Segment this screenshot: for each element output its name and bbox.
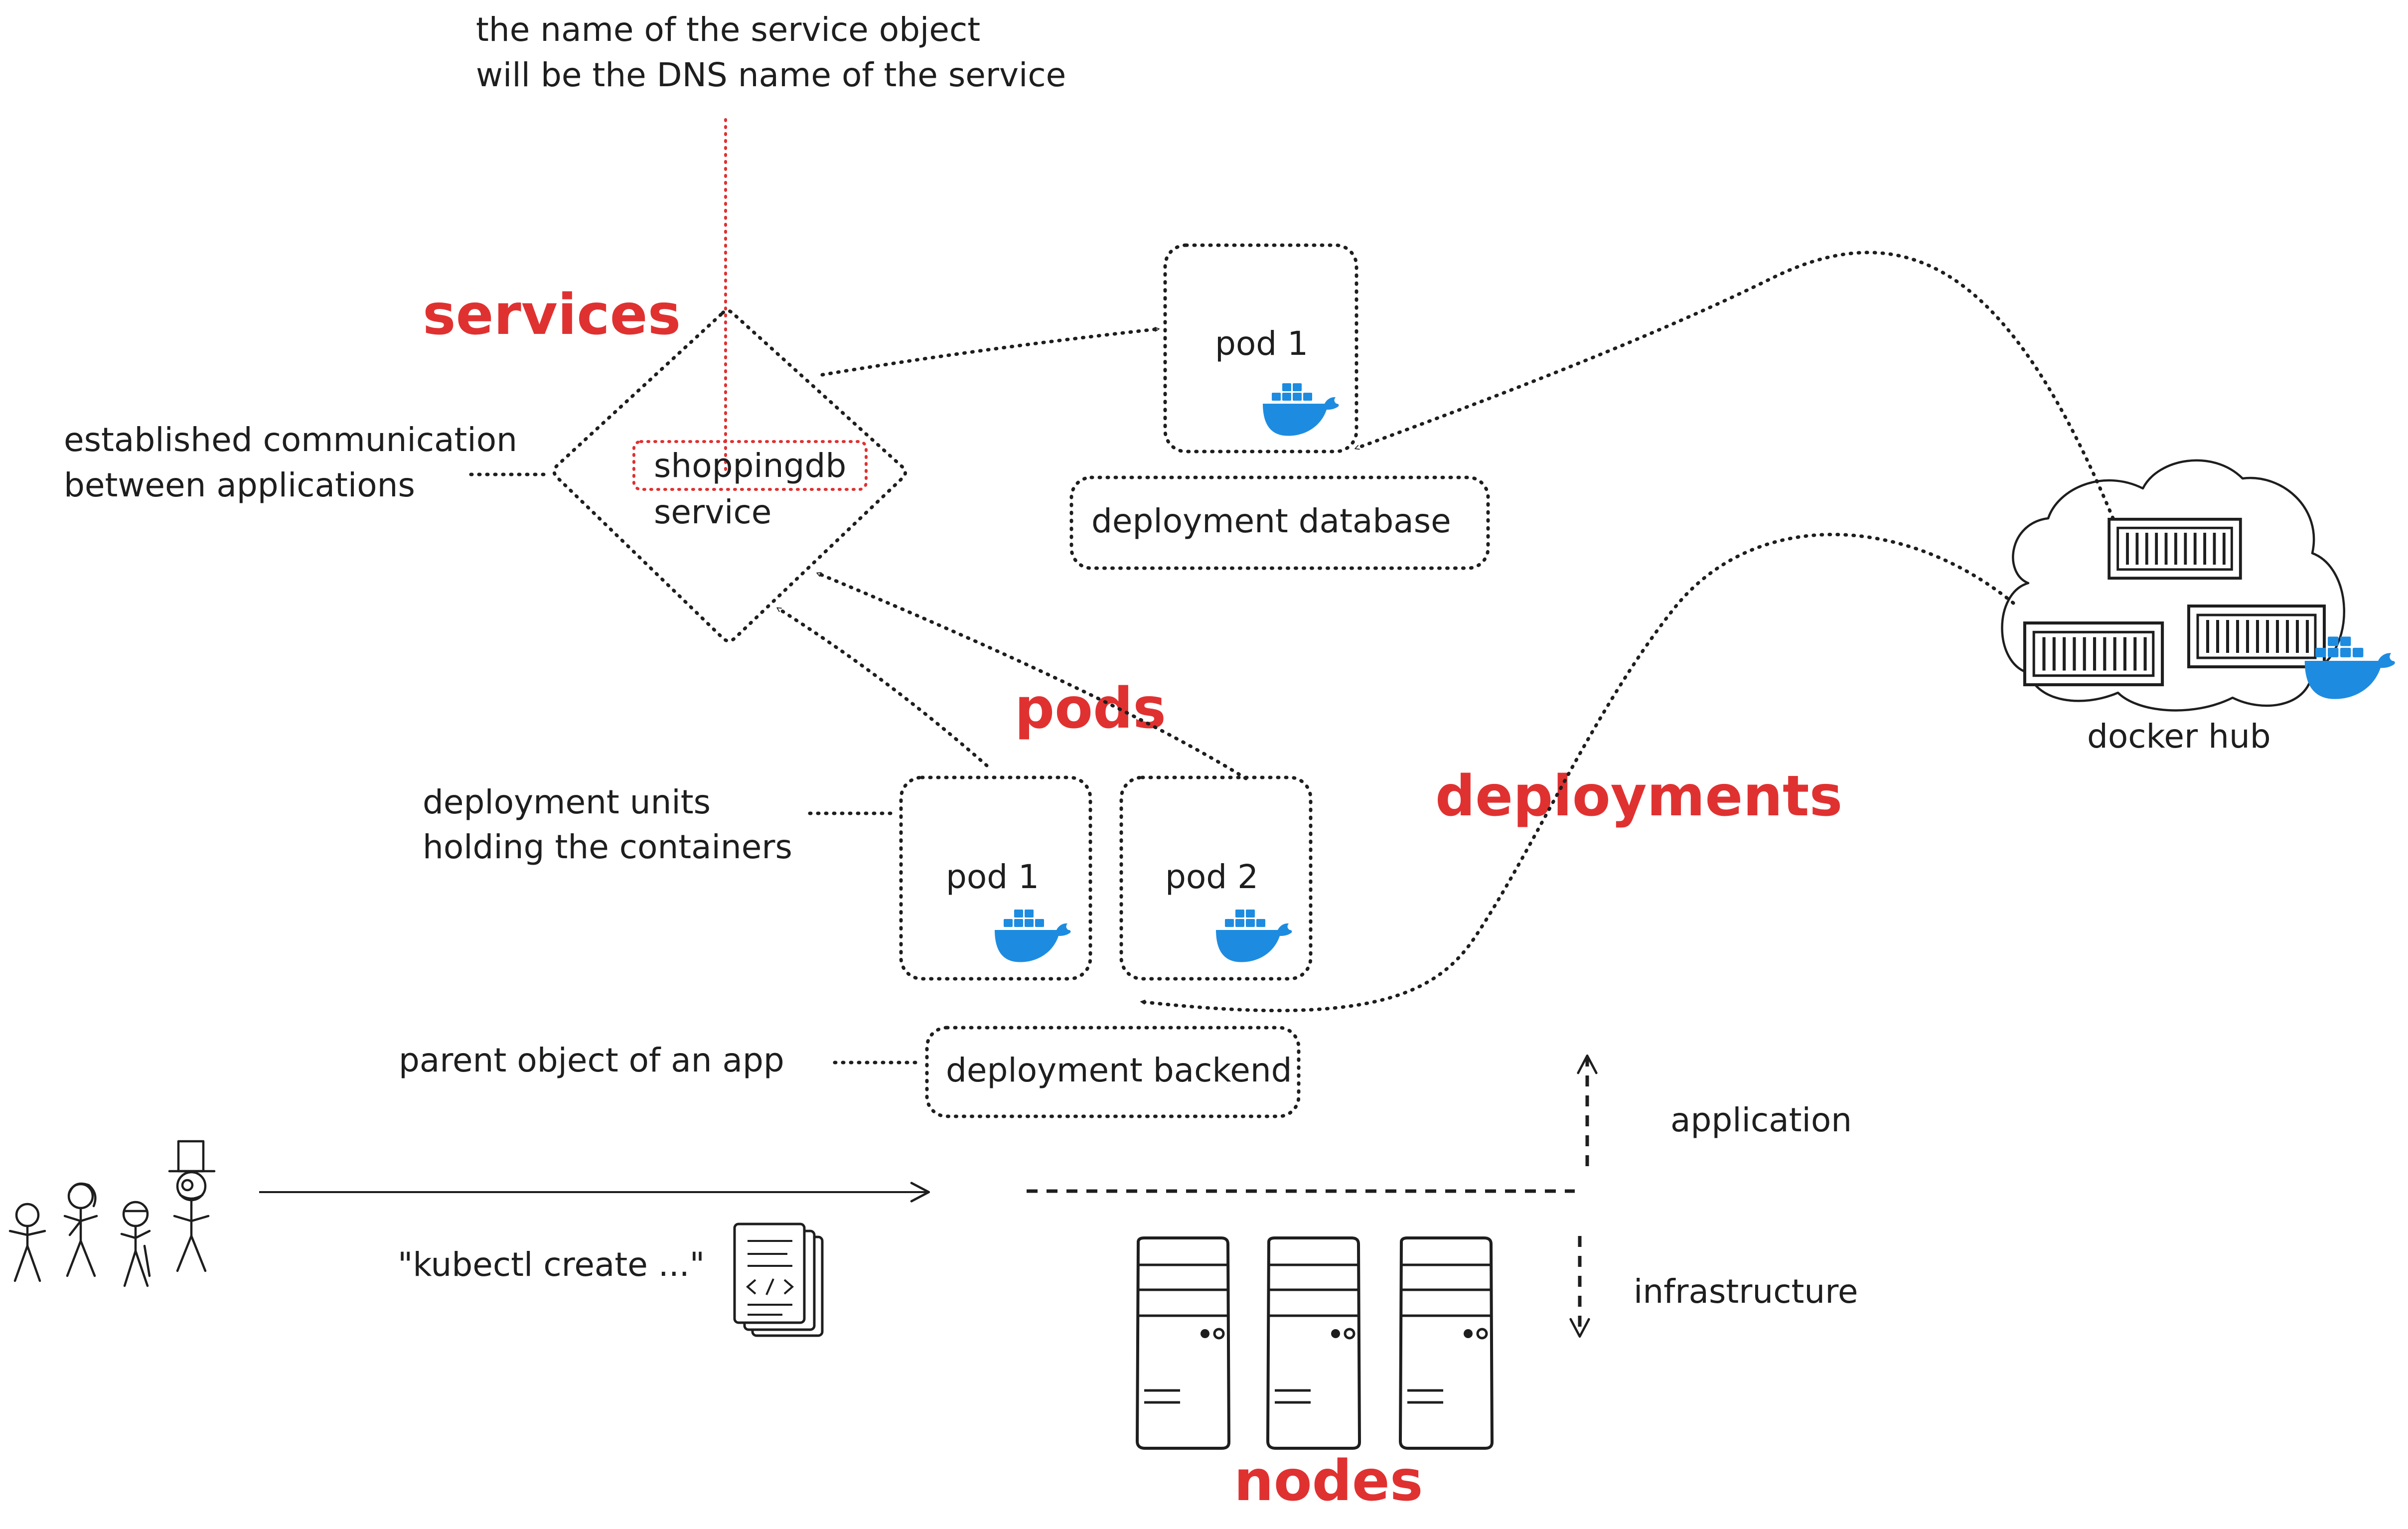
services-title: services — [423, 283, 681, 347]
deployment-backend-label: deployment backend — [946, 1051, 1292, 1089]
infrastructure-layer-label: infrastructure — [1634, 1272, 1858, 1311]
docker-whale-icon — [995, 910, 1071, 962]
deployment-database-label: deployment database — [1091, 502, 1451, 540]
services-desc-line2: between applications — [64, 466, 415, 504]
server-icon — [1137, 1238, 1229, 1448]
deployment-database-box — [1069, 475, 1490, 570]
service-name-highlight — [632, 440, 868, 491]
db-pod-box — [1163, 243, 1358, 454]
nodes-title: nodes — [1234, 1449, 1423, 1514]
users-group-icon — [8, 1140, 216, 1287]
docker-whale-icon — [1216, 910, 1292, 962]
yaml-document-icon — [733, 1223, 824, 1337]
service-name-note-line1: the name of the service object — [476, 10, 980, 49]
deployment-desc: parent object of an app — [399, 1041, 784, 1079]
backend-pod1-box — [899, 775, 1092, 981]
service-name-note-line2: will be the DNS name of the service — [476, 56, 1066, 94]
backend-pod2-label: pod 2 — [1165, 858, 1258, 896]
pods-desc-line1: deployment units — [423, 783, 711, 821]
server-icon — [1268, 1238, 1359, 1448]
pods-desc-line2: holding the containers — [423, 828, 792, 866]
service-diamond — [552, 309, 907, 643]
application-layer-label: application — [1670, 1101, 1852, 1139]
service-to-db-pod-arrow — [820, 326, 1161, 377]
server-icon — [1400, 1238, 1492, 1448]
deployments-title: deployments — [1435, 764, 1842, 829]
docker-hub-label: docker hub — [2087, 717, 2271, 756]
dockerhub-to-backend-arrow — [1139, 533, 2015, 1013]
pod2-to-service-arrow — [815, 571, 1248, 780]
backend-pod2-box — [1119, 775, 1313, 981]
deployment-backend-box — [925, 1026, 1301, 1118]
dockerhub-to-db-pod-arrow — [1354, 251, 2115, 520]
pods-title: pods — [1015, 676, 1166, 741]
docker-hub-cloud — [2001, 459, 2395, 712]
backend-pod1-label: pod 1 — [946, 858, 1039, 896]
kubectl-command-label: "kubectl create ..." — [398, 1245, 705, 1284]
db-pod-label: pod 1 — [1215, 324, 1308, 363]
service-type-label: service — [654, 493, 771, 531]
service-name-label: shoppingdb — [654, 447, 846, 485]
docker-whale-icon — [1263, 383, 1339, 436]
services-desc-line1: established communication — [64, 421, 517, 459]
